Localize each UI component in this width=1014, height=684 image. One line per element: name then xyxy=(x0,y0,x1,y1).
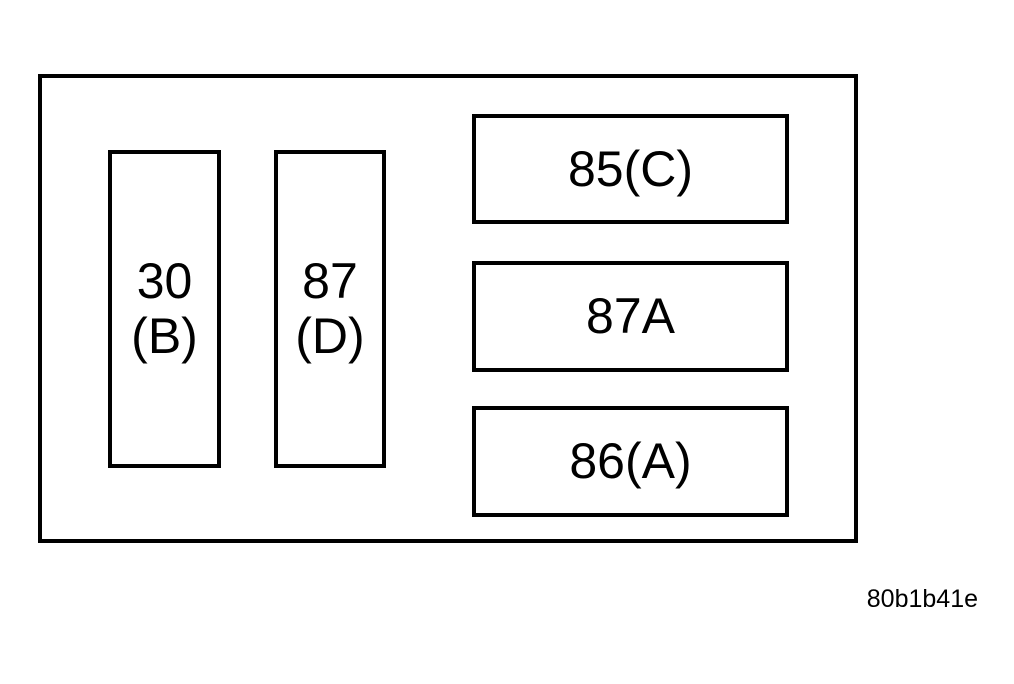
terminal-box-87a: 87A xyxy=(472,261,789,372)
relay-outline-box: 30 (B) 87 (D) 85(C) 87A 86(A) xyxy=(38,74,858,543)
terminal-86-label: 86(A) xyxy=(569,433,692,489)
terminal-box-85: 85(C) xyxy=(472,114,789,224)
terminal-box-87: 87 (D) xyxy=(274,150,386,468)
terminal-87a-label: 87A xyxy=(586,288,675,344)
terminal-box-30: 30 (B) xyxy=(108,150,221,468)
terminal-30-number: 30 xyxy=(136,253,193,309)
terminal-85-label: 85(C) xyxy=(567,140,694,197)
terminal-87-number: 87 xyxy=(302,253,358,309)
terminal-30-letter: (B) xyxy=(131,308,198,364)
terminal-box-86: 86(A) xyxy=(472,406,789,517)
figure-code: 80b1b41e xyxy=(866,585,978,613)
terminal-30-label: 30 (B) xyxy=(131,254,198,364)
terminal-87-letter: (D) xyxy=(295,308,365,364)
terminal-87-label: 87 (D) xyxy=(295,254,364,364)
